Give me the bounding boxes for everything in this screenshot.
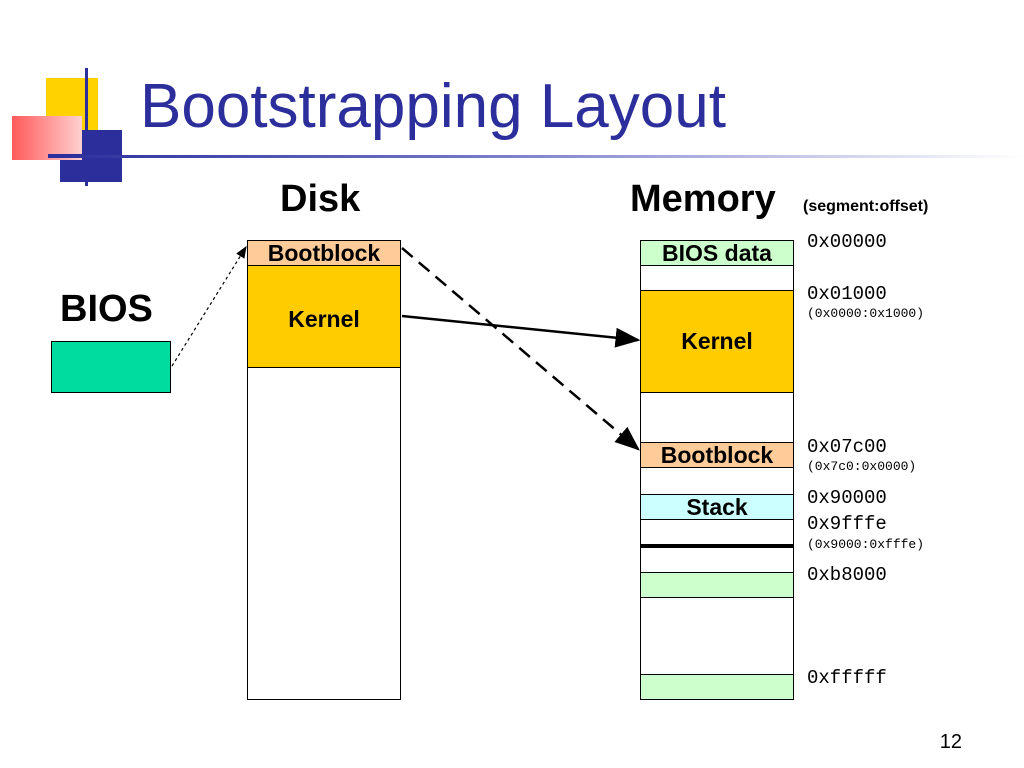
disk-kernel-label: Kernel [288,306,360,332]
address-label: 0xb8000 [807,564,887,586]
slide-logo [10,68,140,188]
address-label: 0x90000 [807,487,887,509]
slide-number: 12 [939,731,962,753]
address-label: 0x07c00 [807,436,887,458]
memory-gap-6 [640,597,794,675]
disk-free-space [247,367,401,700]
page-title: Bootstrapping Layout [140,72,726,141]
memory-gap-4 [640,519,794,545]
memory-stack-top-line [640,544,794,548]
memory-gap-1 [640,265,794,291]
segment-offset-label: (0x7c0:0x0000) [807,459,917,474]
memory-heading: Memory [630,178,776,220]
memory-kernel: Kernel [640,290,794,393]
address-label: 0xfffff [807,667,887,689]
bootblock-load-arrow [401,247,640,451]
disk-kernel: Kernel [247,265,401,368]
title-underline [48,155,1024,158]
disk-heading: Disk [280,178,361,220]
kernel-load-arrow [401,314,641,348]
segment-offset-label: (0x9000:0xfffe) [807,537,925,552]
bios-label: BIOS [60,288,153,330]
address-label: 0x00000 [807,231,887,253]
memory-heading-note: (segment:offset) [803,198,929,215]
memory-bios-data: BIOS data [640,240,794,266]
memory-stack: Stack [640,494,794,520]
memory-column: BIOS data Kernel Bootblock Stack [640,240,794,700]
bios-to-bootblock-arrow [171,245,247,367]
address-label: 0x9fffe [807,513,887,535]
memory-top [640,674,794,700]
memory-gap-5 [640,547,794,573]
segment-offset-label: (0x0000:0x1000) [807,306,925,321]
address-label: 0x01000 [807,283,887,305]
memory-video [640,572,794,598]
memory-gap-2 [640,392,794,443]
bios-box [51,341,171,393]
memory-bootblock: Bootblock [640,442,794,468]
memory-gap-3 [640,467,794,495]
disk-bootblock: Bootblock [247,240,401,266]
disk-column: Bootblock Kernel [247,240,401,700]
